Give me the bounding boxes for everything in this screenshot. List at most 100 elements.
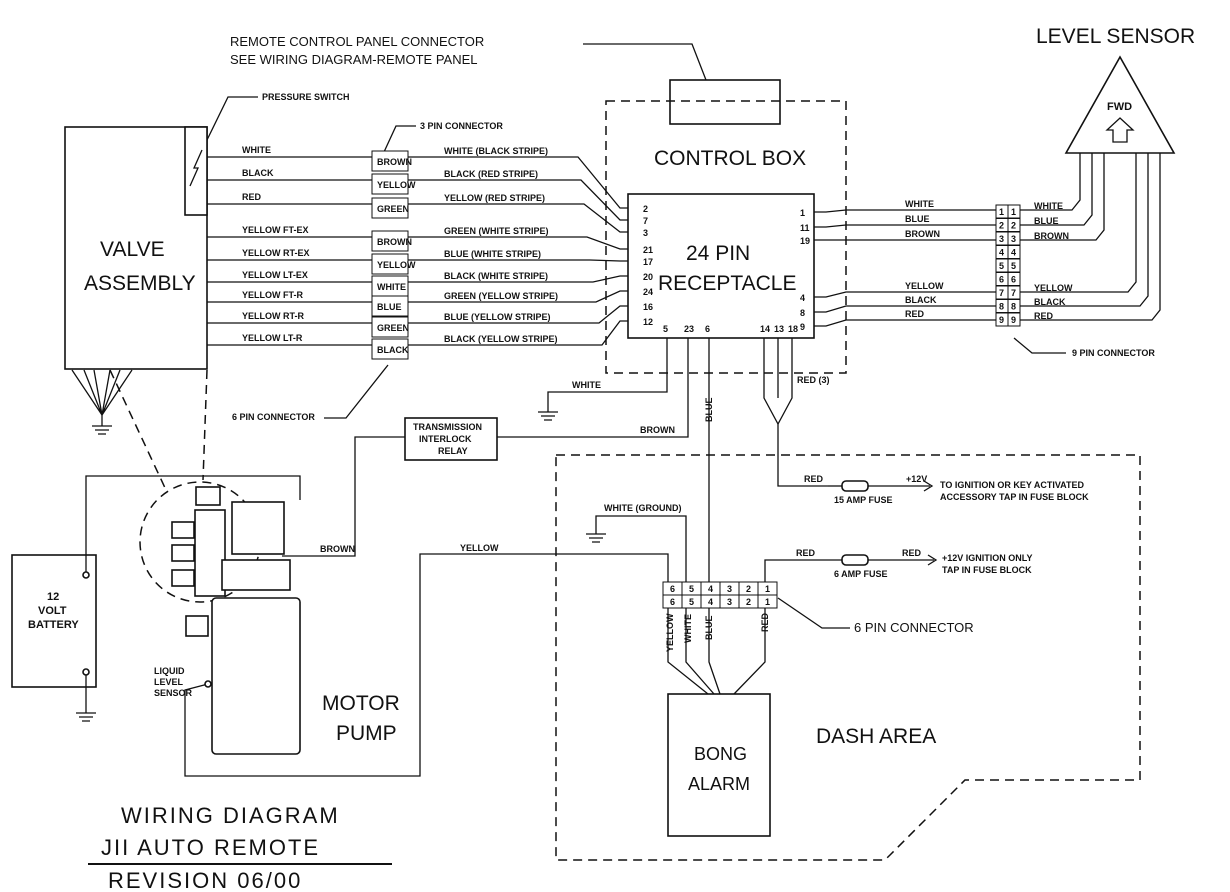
- receptacle-pin-right: 9: [800, 322, 805, 332]
- dash-pin-number: 6: [670, 597, 675, 607]
- bong-alarm: [667, 693, 771, 837]
- receptacle-pin-left: 7: [643, 216, 648, 226]
- receptacle-wire-label: YELLOW (RED STRIPE): [444, 193, 545, 203]
- nine-pin-number: 9: [1011, 315, 1016, 325]
- dash-wire-yellow: YELLOW: [665, 613, 675, 652]
- receptacle-wire-label: GREEN (YELLOW STRIPE): [444, 291, 558, 301]
- six-pin-slot: [371, 253, 409, 275]
- six-pin-color: BLACK: [377, 345, 409, 355]
- title-line-2: JII AUTO REMOTE: [101, 835, 320, 860]
- six-pin-color: GREEN: [377, 323, 409, 333]
- remote-panel-label-1: REMOTE CONTROL PANEL CONNECTOR: [230, 34, 484, 49]
- level-sensor-title: LEVEL SENSOR: [1036, 25, 1195, 48]
- valve-wire-label: BLACK: [242, 168, 274, 178]
- sensor-side-wire-label: BLUE: [1034, 216, 1059, 226]
- dash-pin-number: 2: [746, 584, 751, 594]
- pump-manifold: [194, 509, 226, 597]
- bong-label-2: ALARM: [688, 774, 750, 794]
- nine-pin-number: 8: [1011, 302, 1016, 312]
- pump-body: [221, 559, 291, 591]
- six-pin-slot: [371, 295, 409, 317]
- six-pin-slot: [371, 230, 409, 252]
- valve-wire-label: YELLOW FT-EX: [242, 225, 309, 235]
- dash-area-outline: [555, 454, 1141, 861]
- receptacle-wire-label: BLUE (WHITE STRIPE): [444, 249, 541, 259]
- dash-wire-white: WHITE: [683, 614, 693, 643]
- fuse15-label: 15 AMP FUSE: [834, 495, 893, 505]
- liquid-level-label-1: LIQUID: [154, 666, 185, 676]
- dash-pin-number: 5: [689, 584, 694, 594]
- three-pin-slot: [371, 173, 409, 195]
- nine-pin-number: 7: [1011, 288, 1016, 298]
- sensor-side-wire-label: YELLOW: [1034, 283, 1073, 293]
- valve-wire-label: WHITE: [242, 145, 271, 155]
- wire-red3-label: RED (3): [797, 375, 830, 385]
- receptacle-pin-left: 3: [643, 228, 648, 238]
- valve-wire-label: YELLOW RT-EX: [242, 248, 310, 258]
- nine-pin-number: 2: [1011, 221, 1016, 231]
- sensor-side-wire-label: WHITE: [1034, 201, 1063, 211]
- battery-label-2: VOLT: [38, 605, 67, 617]
- fuse-6-amp: [841, 554, 869, 566]
- receptacle-pin-bottom: 5: [663, 324, 668, 334]
- nine-pin-number: 9: [999, 315, 1004, 325]
- dash-pin-number: 4: [708, 597, 713, 607]
- receptacle-wire-label: BLUE (YELLOW STRIPE): [444, 312, 551, 322]
- receptacle-pin-right: 8: [800, 308, 805, 318]
- fuse6-voltage: +12V IGNITION ONLY: [942, 553, 1032, 563]
- sensor-wire-label: BROWN: [905, 229, 940, 239]
- receptacle-pin-left: 16: [643, 302, 653, 312]
- three-pin-slot: [371, 150, 409, 172]
- nine-pin-number: 4: [1011, 248, 1016, 258]
- six-pin-slot: [371, 338, 409, 360]
- valve-label-2: ASSEMBLY: [84, 272, 196, 295]
- wire-brown-motor: BROWN: [320, 544, 355, 554]
- receptacle-pin-bottom: 6: [705, 324, 710, 334]
- transmission-interlock-relay: [404, 417, 498, 461]
- battery-label-1: 12: [47, 591, 59, 603]
- three-pin-slot: [371, 197, 409, 219]
- dash-connector-label: 6 PIN CONNECTOR: [854, 620, 974, 635]
- receptacle-pin-right: 4: [800, 293, 805, 303]
- fuse6-red-label-1: RED: [796, 548, 816, 558]
- dash-pin-slot-bottom: [757, 594, 778, 609]
- receptacle-pin-left: 20: [643, 272, 653, 282]
- six-pin-color: BLUE: [377, 302, 402, 312]
- liquid-level-sensor: [204, 680, 212, 688]
- receptacle-label-1: 24 PIN: [686, 242, 750, 265]
- valve-wire-label: YELLOW FT-R: [242, 290, 303, 300]
- dash-pin-number: 1: [765, 597, 770, 607]
- dash-pin-number: 1: [765, 584, 770, 594]
- dash-pin-number: 3: [727, 584, 732, 594]
- battery-label-3: BATTERY: [28, 619, 79, 631]
- receptacle-pin-left: 2: [643, 204, 648, 214]
- six-pin-left-label: 6 PIN CONNECTOR: [232, 412, 315, 422]
- pump-valve-2: [171, 544, 195, 562]
- battery-positive-terminal: [82, 571, 90, 579]
- sensor-side-wire-label: BLACK: [1034, 297, 1066, 307]
- title-line-3: REVISION 06/00: [108, 868, 302, 892]
- sensor-wire-label: YELLOW: [905, 281, 944, 291]
- dash-pin-number: 4: [708, 584, 713, 594]
- nine-pin-number: 1: [999, 207, 1004, 217]
- dash-pin-number: 5: [689, 597, 694, 607]
- liquid-level-label-3: SENSOR: [154, 688, 193, 698]
- fuse15-red-label: RED: [804, 474, 824, 484]
- valve-label-1: VALVE: [100, 238, 165, 261]
- fuse15-target-2: ACCESSORY TAP IN FUSE BLOCK: [940, 492, 1089, 502]
- receptacle-pin-left: 21: [643, 245, 653, 255]
- receptacle-wire-label: GREEN (WHITE STRIPE): [444, 226, 549, 236]
- wire-brown-relay: BROWN: [640, 425, 675, 435]
- six-pin-slot: [371, 316, 409, 338]
- wire-yellow-label: YELLOW: [460, 543, 499, 553]
- receptacle-pin-right: 1: [800, 208, 805, 218]
- nine-pin-label: 9 PIN CONNECTOR: [1072, 348, 1155, 358]
- pump-fitting: [185, 615, 209, 637]
- fwd-label: FWD: [1107, 101, 1132, 113]
- valve-assembly: [64, 126, 208, 370]
- nine-pin-number: 7: [999, 288, 1004, 298]
- pump-motor: [231, 501, 285, 555]
- receptacle-pin-bottom: 13: [774, 324, 784, 334]
